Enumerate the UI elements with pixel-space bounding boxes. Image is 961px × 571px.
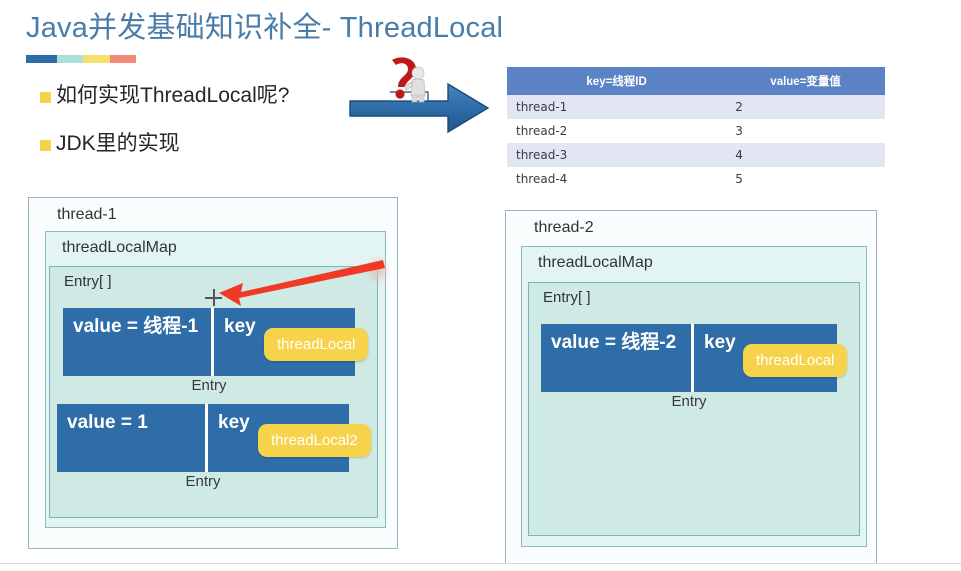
square-bullet-icon (40, 92, 51, 103)
table-row: thread-4 5 (507, 167, 885, 191)
entry-value-cell: value = 线程-1 (63, 308, 211, 376)
list-item: JDK里的实现 (40, 132, 289, 156)
cell-key: thread-3 (507, 143, 727, 167)
thread-2-threadlocalmap-label: threadLocalMap (538, 254, 653, 271)
thread-1-label: thread-1 (57, 206, 117, 223)
slide-bottom-divider (0, 563, 961, 564)
cell-key: thread-1 (507, 95, 727, 119)
accent-color-bar (26, 55, 136, 63)
blue-right-arrow-with-question-mark-figure (348, 56, 490, 142)
thread-1-entry-2-caption: Entry (185, 473, 221, 490)
crosshair-cursor (205, 289, 222, 306)
cell-key: thread-2 (507, 119, 727, 143)
bullet-text: 如何实现ThreadLocal呢? (56, 84, 290, 107)
thread-value-table: key=线程ID value=变量值 thread-1 2 thread-2 3… (507, 67, 885, 191)
entry-value-cell: value = 1 (57, 404, 205, 472)
red-pointer-arrow-icon (205, 258, 390, 310)
accent-segment-teal (56, 55, 84, 63)
entry-value-cell: value = 线程-2 (541, 324, 691, 392)
square-bullet-icon (40, 140, 51, 152)
bullet-text: JDK里的实现 (56, 132, 180, 156)
table-row: thread-2 3 (507, 119, 885, 143)
list-item: 如何实现ThreadLocal呢? (40, 84, 289, 108)
table-header-key: key=线程ID (507, 67, 727, 95)
thread-1-entry-1-caption: Entry (191, 377, 227, 394)
thread-1-entry-1: value = 线程-1 key (63, 308, 355, 376)
table-header-value: value=变量值 (726, 67, 885, 95)
thread-2-entry-array-label: Entry[ ] (543, 289, 591, 306)
page-title: Java并发基础知识补全- ThreadLocal (26, 12, 504, 44)
cell-value: 2 (726, 95, 885, 119)
cell-value: 4 (726, 143, 885, 167)
thread-2-entry-1-badge: threadLocal (743, 344, 848, 377)
cell-key: thread-4 (507, 167, 727, 191)
accent-segment-blue (26, 55, 57, 63)
thread-2-label: thread-2 (534, 219, 594, 236)
thread-1-threadlocalmap-label: threadLocalMap (62, 239, 177, 256)
accent-segment-yellow (83, 55, 110, 63)
table-row: thread-1 2 (507, 95, 885, 119)
thread-1-entry-array-label: Entry[ ] (64, 273, 112, 290)
thread-1-entry-1-badge: threadLocal (264, 328, 369, 361)
table-header-row: key=线程ID value=变量值 (507, 67, 885, 95)
cell-value: 5 (726, 167, 885, 191)
table-row: thread-3 4 (507, 143, 885, 167)
thread-2-entry-1-caption: Entry (671, 393, 707, 410)
thread-1-entry-2-badge: threadLocal2 (258, 424, 371, 457)
accent-segment-salmon (109, 55, 136, 63)
cell-value: 3 (726, 119, 885, 143)
bullet-list: 如何实现ThreadLocal呢? JDK里的实现 (40, 84, 289, 180)
